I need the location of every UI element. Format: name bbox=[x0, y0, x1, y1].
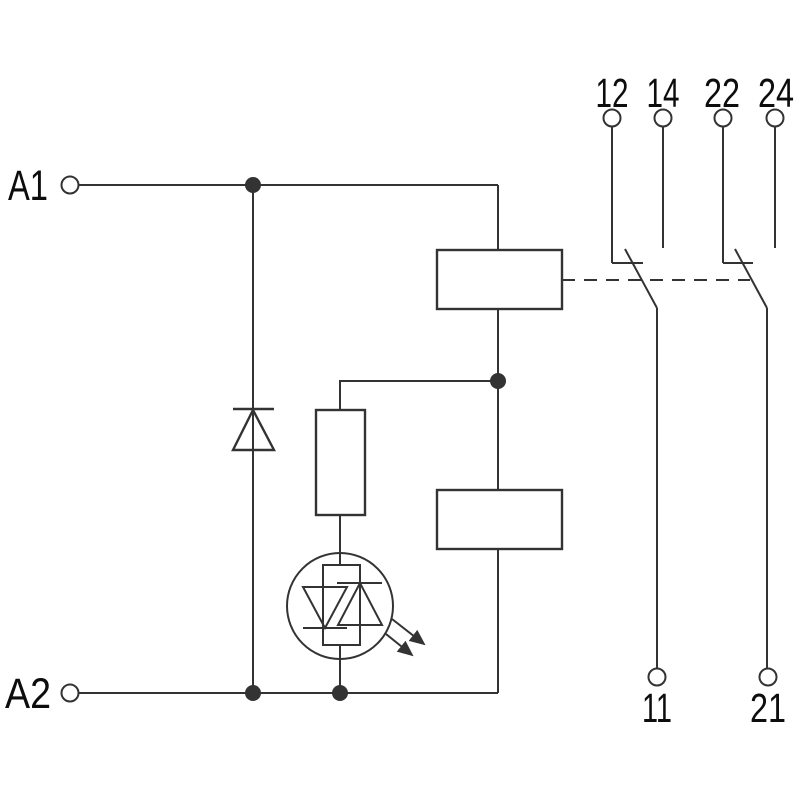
terminal-a1-label: A1 bbox=[8, 162, 48, 210]
led-diode-down-triangle bbox=[301, 586, 349, 631]
terminal-12-label: 12 bbox=[596, 70, 629, 116]
terminal-11-label: 11 bbox=[642, 685, 672, 731]
terminal-24-label: 24 bbox=[758, 70, 794, 116]
terminal-21-circle bbox=[758, 667, 778, 687]
junction-dot-a1 bbox=[245, 177, 261, 193]
terminal-11-circle bbox=[647, 667, 667, 687]
junction-dot-branch bbox=[490, 373, 506, 389]
suppressor-diode-icon bbox=[231, 407, 276, 452]
terminal-a1: A1 bbox=[8, 162, 80, 210]
terminal-a1-circle bbox=[60, 175, 80, 195]
led-circle bbox=[286, 552, 394, 660]
led-branch-top-wire bbox=[339, 380, 498, 410]
terminal-12-circle bbox=[602, 108, 622, 128]
terminal-a2-circle bbox=[60, 683, 80, 703]
terminal-22: 22 bbox=[704, 70, 740, 128]
relay-coil-secondary-box bbox=[435, 488, 564, 551]
resistor-icon bbox=[314, 408, 367, 517]
led-bridge-rect bbox=[322, 564, 361, 646]
led-emission-arrows-icon bbox=[385, 618, 426, 657]
contact1-lever bbox=[624, 248, 658, 309]
terminal-11: 11 bbox=[642, 667, 672, 731]
terminal-24-circle bbox=[765, 108, 785, 128]
led-diode-up-triangle bbox=[336, 580, 384, 626]
changeover-contact-2: 22 24 21 bbox=[704, 70, 794, 731]
terminal-24: 24 bbox=[758, 70, 794, 128]
coil-circuit: A1 A2 bbox=[5, 162, 564, 718]
emission-arrow-2 bbox=[385, 633, 414, 657]
terminal-14-circle bbox=[653, 108, 673, 128]
terminal-a2: A2 bbox=[5, 670, 80, 718]
terminal-14-label: 14 bbox=[647, 70, 680, 116]
diode-triangle bbox=[231, 407, 276, 452]
terminal-a2-label: A2 bbox=[5, 670, 51, 718]
changeover-contact-1: 12 14 11 bbox=[596, 70, 680, 731]
led-indicator-icon bbox=[286, 552, 426, 660]
terminal-21: 21 bbox=[750, 667, 786, 731]
terminal-14: 14 bbox=[647, 70, 680, 128]
terminal-21-label: 21 bbox=[750, 685, 786, 731]
junction-dot-a2-led bbox=[332, 685, 348, 701]
terminal-22-circle bbox=[713, 108, 733, 128]
contact2-lever bbox=[734, 248, 768, 309]
junction-dot-a2-left bbox=[245, 685, 261, 701]
emission-arrow-1 bbox=[391, 618, 426, 646]
terminal-12: 12 bbox=[596, 70, 629, 128]
relay-coil-primary-box bbox=[435, 248, 564, 311]
terminal-22-label: 22 bbox=[704, 70, 740, 116]
